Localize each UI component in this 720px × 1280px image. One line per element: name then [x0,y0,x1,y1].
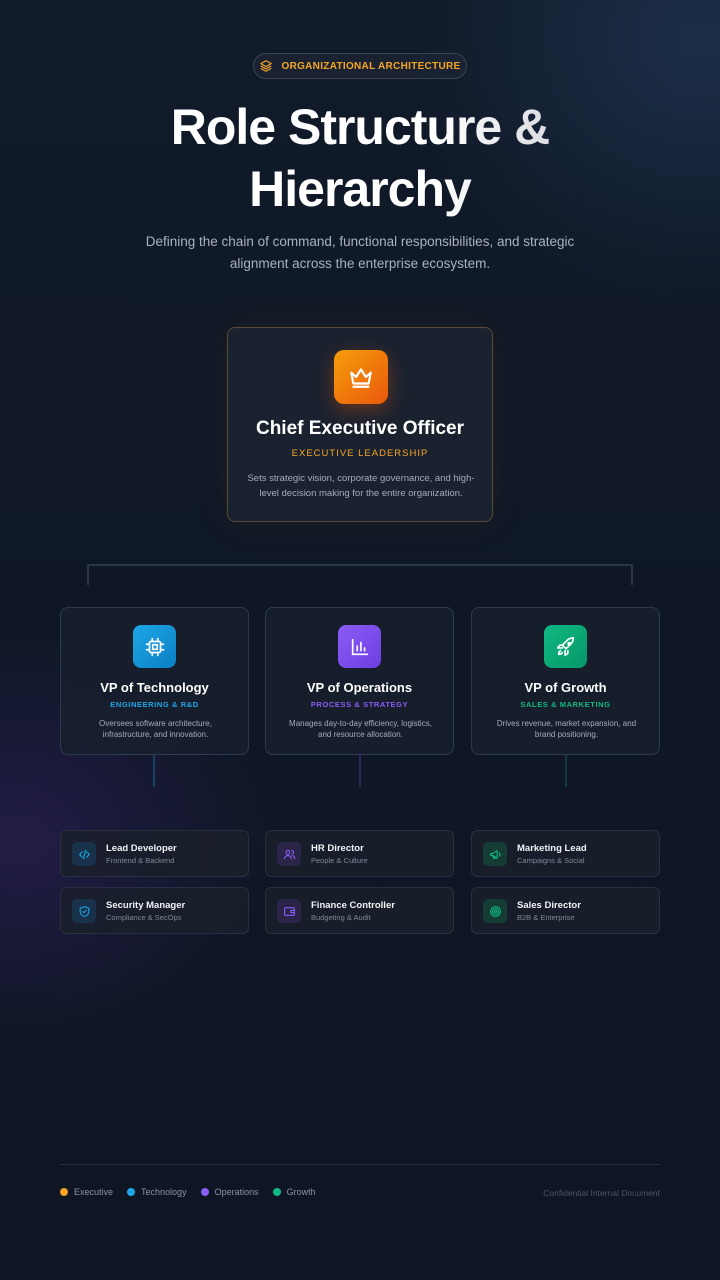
vp-operations-card[interactable]: VP of Operations PROCESS & STRATEGY Mana… [265,607,454,755]
badge-label: ORGANIZATIONAL ARCHITECTURE [281,60,461,72]
sub-role-desc: Compliance & SecOps [106,913,182,922]
vp-technology-title: VP of Technology [100,680,209,695]
legend: Executive Technology Operations Growth [60,1187,316,1197]
sub-role-title: HR Director [311,843,364,854]
vp-growth-description: Drives revenue, market expansion, and br… [496,719,637,739]
crown-icon [350,368,372,388]
rocket-icon [556,636,574,656]
sub-role-title: Lead Developer [106,843,177,854]
sub-icon-box [483,842,507,866]
sub-role-desc: Campaigns & Social [517,856,585,865]
code-icon [78,849,90,859]
sub-role-security-manager[interactable]: Security Manager Compliance & SecOps [60,887,249,934]
legend-label: Operations [214,1187,259,1197]
legend-dot [200,1188,209,1196]
legend-dot [60,1188,68,1196]
sub-role-title: Finance Controller [311,900,395,911]
legend-item-technology: Technology [127,1187,187,1197]
vp-operations-title: VP of Operations [306,680,413,695]
vp-branch-connector [87,564,633,585]
vp-technology-description: Oversees software architecture, infrastr… [99,719,212,739]
sub-icon-box [277,899,301,923]
legend-dot [272,1188,281,1196]
sub-role-lead-developer[interactable]: Lead Developer Frontend & Backend [60,830,249,877]
sub-role-finance-controller[interactable]: Finance Controller Budgeting & Audit [265,887,454,934]
legend-item-executive: Executive [60,1187,113,1197]
sub-role-desc: B2B & Enterprise [517,913,575,922]
vp-technology-icon-box [133,625,176,668]
vp-growth-icon-box [544,625,587,668]
ceo-description: Sets strategic vision, corporate governa… [247,473,475,499]
vp-growth-title: VP of Growth [524,680,607,695]
page-subtitle: Defining the chain of command, functiona… [145,234,575,271]
shield-icon [79,905,89,917]
bar-chart-icon [351,638,368,655]
sub-role-desc: Budgeting & Audit [311,913,371,922]
vp-technology-card[interactable]: VP of Technology ENGINEERING & R&D Overs… [60,607,249,755]
vp-technology-tag: ENGINEERING & R&D [110,700,199,709]
ceo-icon-box [334,350,388,404]
footer-note: Confidential Internal Document [543,1188,660,1198]
sub-icon-box [72,842,96,866]
users-icon [283,849,295,859]
cpu-icon [145,637,164,656]
sub-role-title: Security Manager [106,900,186,911]
wallet-icon [283,906,295,916]
footer-divider [60,1164,660,1165]
vp-operations-tag: PROCESS & STRATEGY [310,700,409,709]
sub-role-desc: People & Culture [311,856,368,865]
vp-operations-icon-box [338,625,381,668]
ceo-tag: EXECUTIVE LEADERSHIP [291,448,429,459]
vp-growth-tag: SALES & MARKETING [520,700,611,709]
sub-icon-box [483,899,507,923]
sub-role-title: Marketing Lead [517,843,587,854]
layers-icon [260,60,273,72]
legend-item-operations: Operations [200,1187,259,1197]
ceo-title: Chief Executive Officer [255,418,465,439]
vp-growth-card[interactable]: VP of Growth SALES & MARKETING Drives re… [471,607,660,755]
vp-operations-description: Manages day-to-day efficiency, logistics… [289,719,432,739]
ceo-card[interactable]: Chief Executive Officer EXECUTIVE LEADER… [227,327,493,522]
legend-item-growth: Growth [272,1187,316,1197]
sub-role-hr-director[interactable]: HR Director People & Culture [265,830,454,877]
sub-icon-box [277,842,301,866]
megaphone-icon [489,849,501,859]
sub-role-desc: Frontend & Backend [106,856,175,865]
sub-role-sales-director[interactable]: Sales Director B2B & Enterprise [471,887,660,934]
legend-label: Executive [74,1187,114,1197]
section-badge: ORGANIZATIONAL ARCHITECTURE [253,53,467,79]
sub-role-title: Sales Director [517,900,581,911]
legend-dot [127,1188,136,1196]
legend-label: Growth [286,1187,316,1197]
sub-role-marketing-lead[interactable]: Marketing Lead Campaigns & Social [471,830,660,877]
target-icon [489,905,501,917]
legend-label: Technology [141,1187,187,1197]
sub-icon-box [72,899,96,923]
